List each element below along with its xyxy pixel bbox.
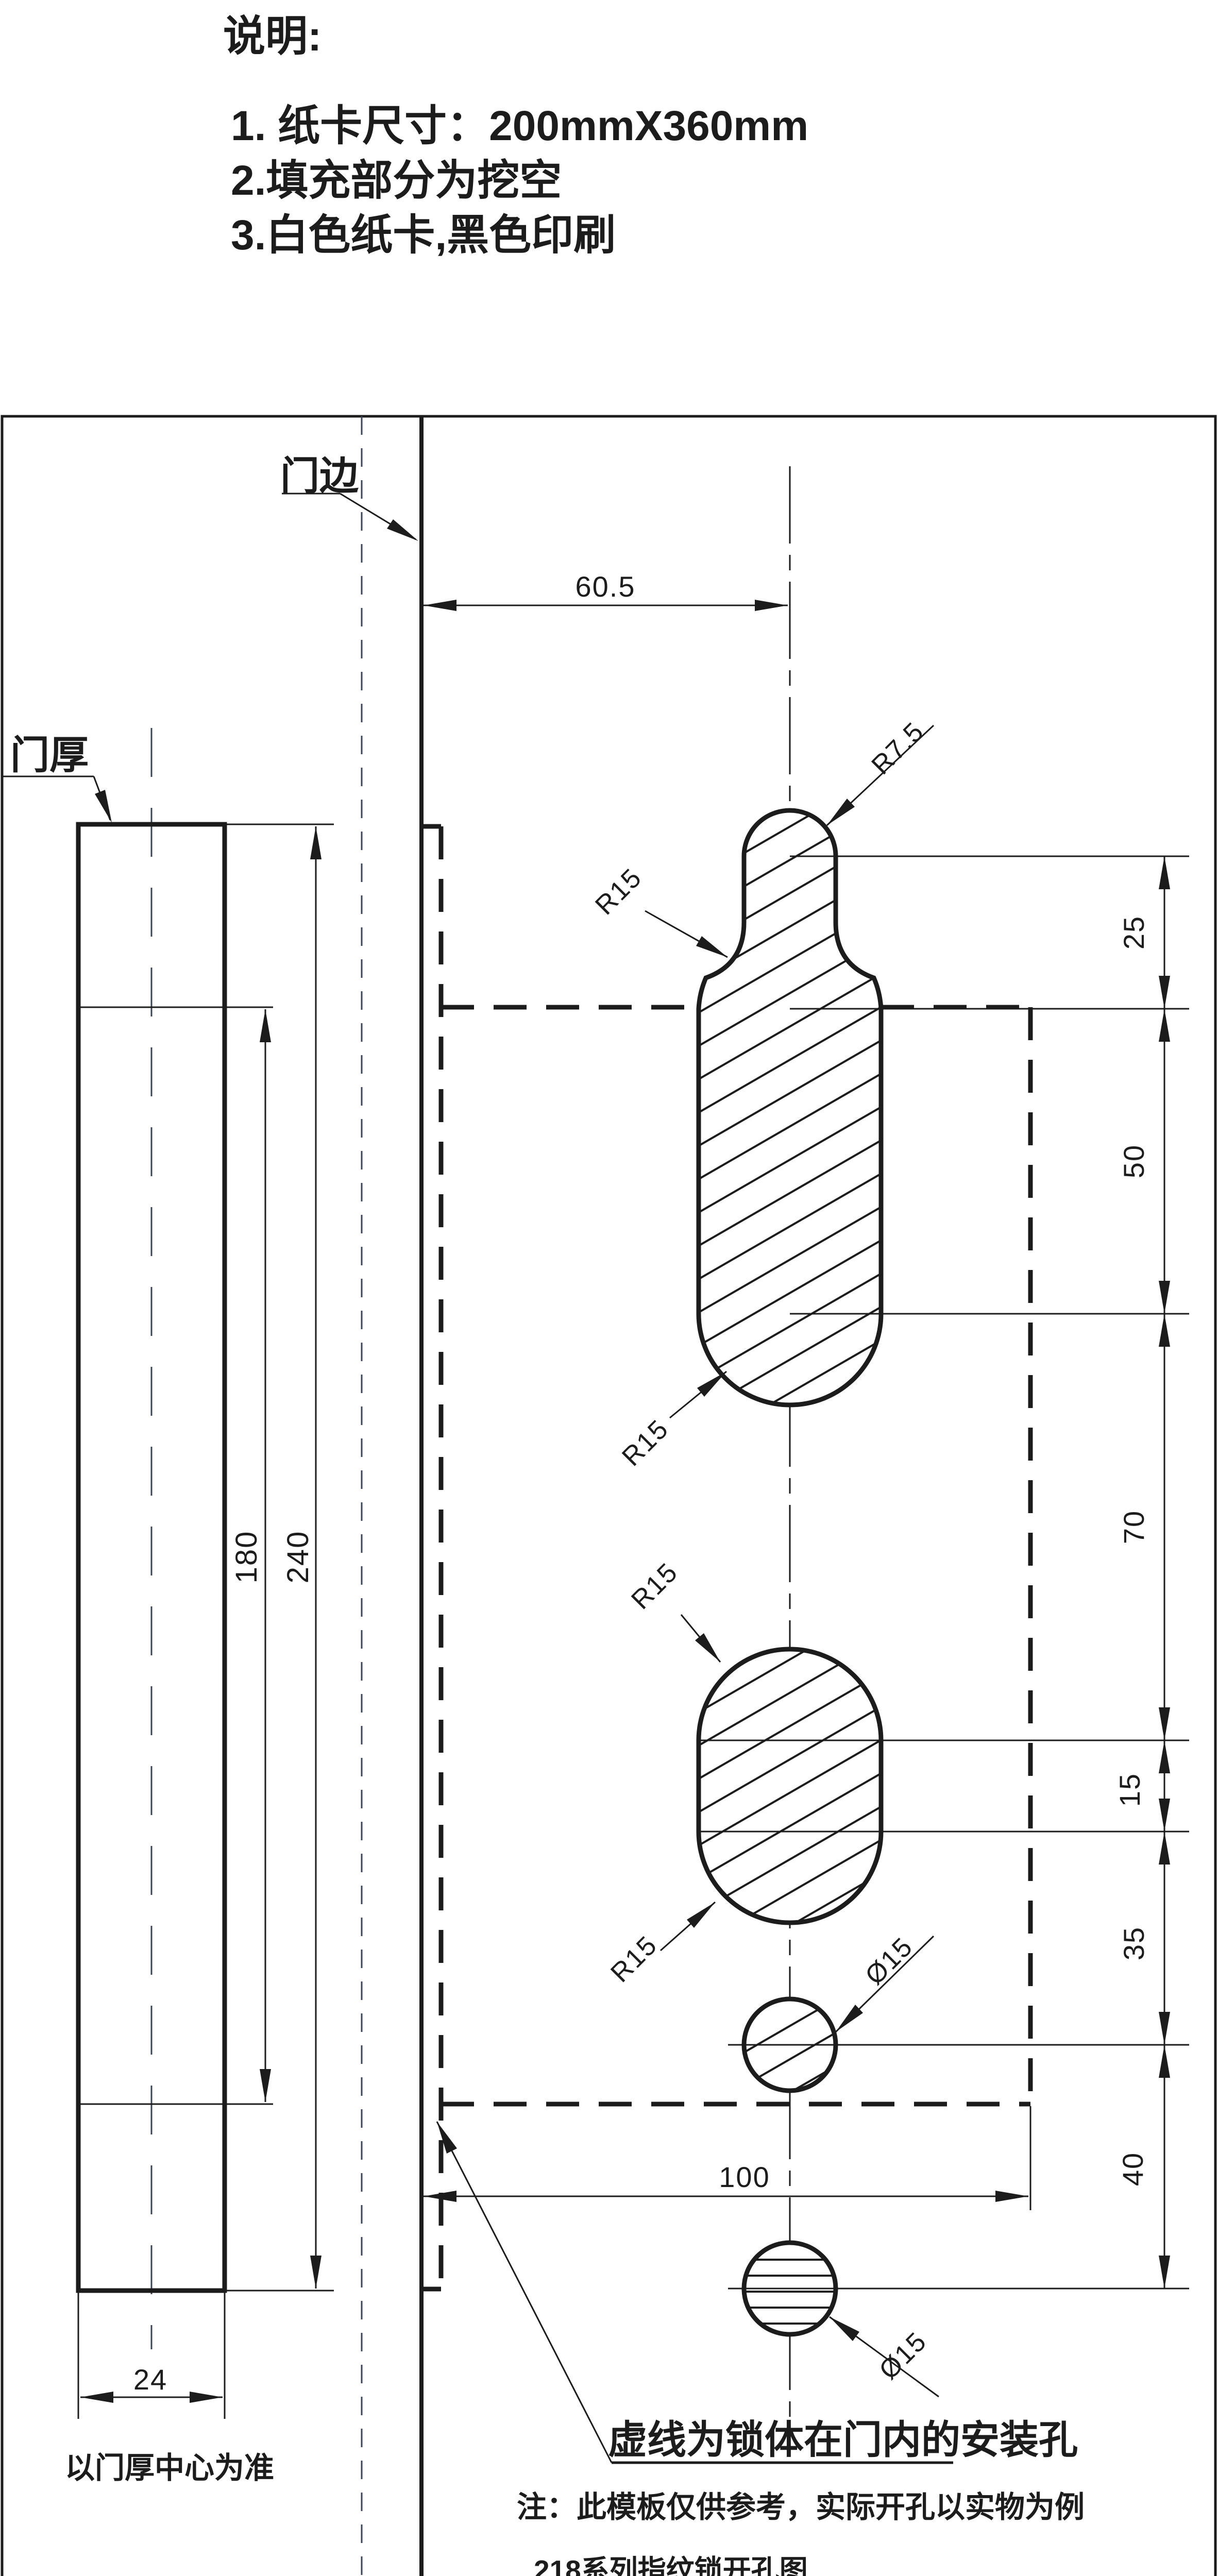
note-item-2: 2.填充部分为挖空: [231, 157, 562, 204]
door-center-note: 以门厚中心为准: [65, 2451, 274, 2485]
notes-block: 说明: 1. 纸卡尺寸：200mmX360mm 2.填充部分为挖空 3.白色纸卡…: [223, 13, 808, 259]
leader-arrowhead: [95, 790, 112, 823]
lock-body-dashed-outline: [438, 826, 1033, 2291]
note-item-1: 1. 纸卡尺寸：200mmX360mm: [231, 103, 808, 149]
leader-arrowhead: [437, 2122, 457, 2154]
label-r15-keyhole-top: R15: [589, 862, 648, 921]
dim-60-5-label: 60.5: [576, 570, 636, 603]
dim-25-label: 25: [1118, 916, 1150, 950]
door-panel-outline: [76, 822, 227, 2293]
oval-cutout: [696, 1647, 884, 1925]
notes-title: 说明:: [223, 13, 322, 60]
door-thickness-callout: 门厚: [2, 734, 112, 823]
keyhole-cutout: [696, 808, 884, 1408]
footer-remark: 注：此模板仅供参考，实际开孔以实物为例: [517, 2490, 1085, 2524]
drawing-border: [1, 415, 1217, 2576]
dim-100-label: 100: [719, 2161, 770, 2193]
footer-block: 虚线为锁体在门内的安装孔 注：此模板仅供参考，实际开孔以实物为例 218系列指纹…: [436, 2121, 1085, 2576]
label-dia15-bottom-hole: Ø15: [873, 2326, 933, 2385]
door-cross-section: 180 240 24 门厚 以门厚中心为准: [2, 728, 334, 2485]
label-r15-oval-bottom: R15: [605, 1930, 663, 1988]
dim-180-label: 180: [230, 1531, 263, 1584]
dim-50-label: 50: [1118, 1144, 1150, 1178]
label-r7-5: R7.5: [866, 717, 930, 781]
footer-dashed-note: 虚线为锁体在门内的安装孔: [608, 2418, 1078, 2462]
door-edge-label: 门边: [280, 454, 359, 498]
dim-100: 100: [424, 2161, 1028, 2202]
dim-chain: 25 50 70 15 35 40: [1113, 856, 1170, 2289]
label-dia15-small-hole: Ø15: [859, 1931, 919, 1991]
dim-24-label: 24: [133, 2363, 167, 2396]
dim-35-label: 35: [1118, 1926, 1150, 1960]
dim-240-label: 240: [281, 1531, 315, 1584]
dim-40-label: 40: [1116, 2152, 1149, 2186]
door-edge-callout: 门边: [280, 454, 418, 541]
door-thickness-label: 门厚: [10, 734, 89, 777]
dim-70-label: 70: [1118, 1510, 1150, 1544]
leader-arrowhead: [387, 519, 418, 541]
dim-24: 24: [77, 2291, 226, 2419]
radius-leader-arrowheads: [687, 799, 863, 2341]
footer-series-title: 218系列指纹锁开孔图: [534, 2554, 808, 2576]
label-r15-oval-top: R15: [625, 1557, 684, 1615]
dim-60-5: 60.5: [424, 570, 788, 611]
dim-15-label: 15: [1113, 1773, 1146, 1807]
lock-edge-hooks: [421, 824, 441, 2292]
label-r15-keyhole-bottom: R15: [616, 1414, 674, 1472]
dim-240: 240: [281, 826, 322, 2289]
extension-lines: [699, 855, 1189, 2290]
note-item-3: 3.白色纸卡,黑色印刷: [231, 212, 616, 259]
dim-180: 180: [230, 1009, 271, 2102]
